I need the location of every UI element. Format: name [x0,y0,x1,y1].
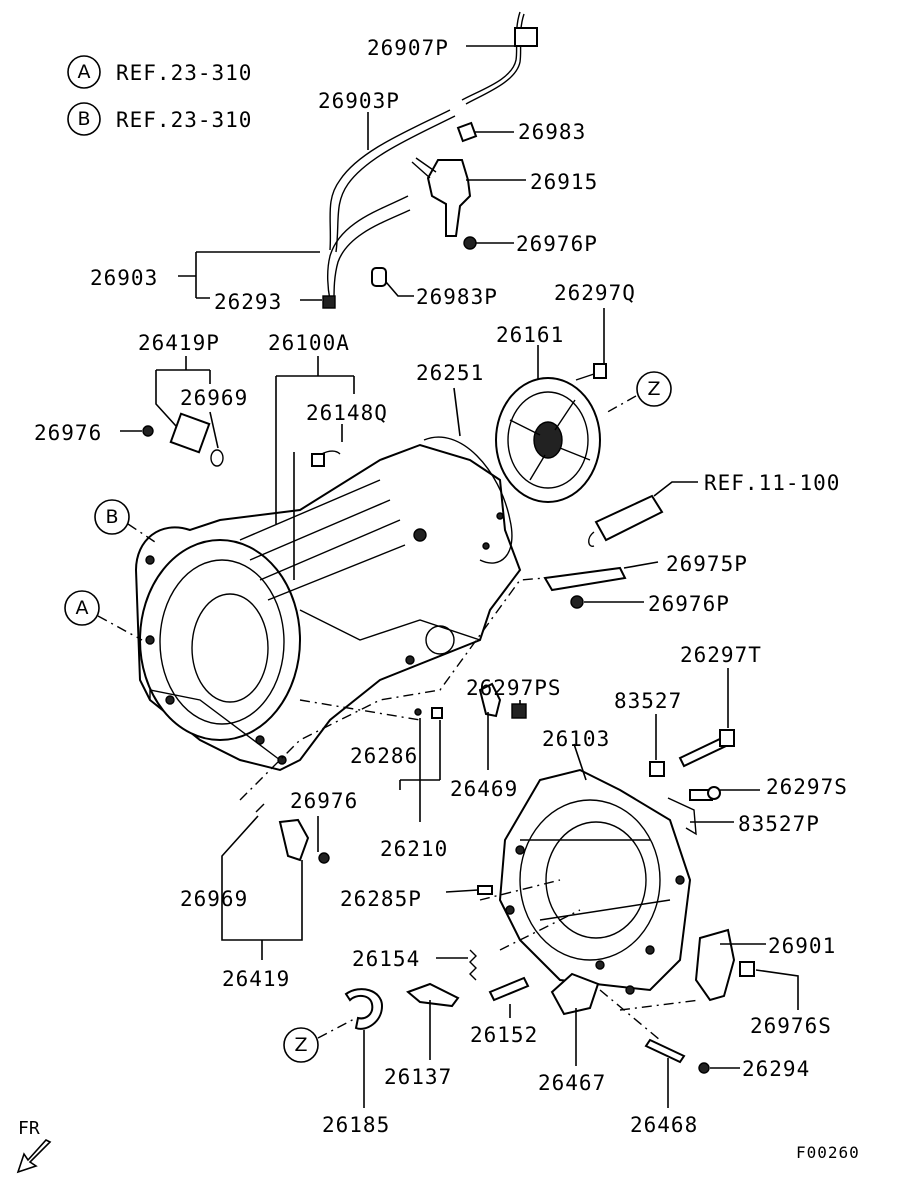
breather-26148Q [311,450,341,467]
label-26983: 26983 [518,120,586,144]
label-26148Q: 26148Q [306,401,388,425]
legend-b: B REF.23-310 [67,102,252,136]
label-26969-low: 26969 [180,887,248,911]
centerlines [239,577,701,1041]
bolt-26976S [739,961,755,977]
label-26137: 26137 [384,1065,452,1089]
dipstick-tube-drawing [322,11,538,309]
plug-26294 [698,1062,710,1074]
label-26468: 26468 [630,1113,698,1137]
spring-26154 [469,949,477,981]
extension-housing-26103 [498,768,692,995]
clip-26983P [371,267,387,287]
label-26907P: 26907P [367,36,449,60]
bolt-26983 [456,121,478,143]
legend-a: A REF.23-310 [67,55,252,89]
speed-sensor-26419P [142,412,224,467]
bolt-26297Q [575,363,607,381]
label-26103: 26103 [542,727,610,751]
guide-26467 [550,972,600,1016]
bracket-26975P [543,566,627,592]
label-26976P-mid: 26976P [648,592,730,616]
legend-b-letter: B [77,108,90,130]
bolt-26297T [678,729,735,768]
label-83527: 83527 [614,689,682,713]
seal-26185 [344,988,384,1030]
small-parts-mid [255,682,527,864]
label-26976S: 26976S [750,1014,832,1038]
label-26286: 26286 [350,744,418,768]
callout-b-case-letter: B [105,506,118,528]
legend-b-ref: REF.23-310 [116,108,252,132]
shaft-26152 [488,976,530,1002]
label-26294: 26294 [742,1057,810,1081]
label-26293: 26293 [214,290,282,314]
label-83527P: 83527P [738,812,820,836]
gasket-26251 [423,436,513,564]
label-26467: 26467 [538,1071,606,1095]
label-26251: 26251 [416,361,484,385]
bracket-26915 [411,157,472,237]
callout-b-case: B [94,499,159,545]
label-26419P: 26419P [138,331,220,355]
legend-a-letter: A [78,61,91,83]
bolt-26976P-mid [570,595,584,609]
torque-converter-tube [588,494,664,547]
label-26297PS: 26297PS [466,676,562,700]
leader-lines [120,45,799,1108]
parking-pawl-26137 [406,982,460,1008]
legend-a-ref: REF.23-310 [116,61,252,85]
label-26903P: 26903P [318,89,400,113]
front-direction-indicator: FR [16,1118,52,1174]
callout-z-top-letter: Z [647,378,660,400]
front-label: FR [18,1118,40,1139]
callout-z-bottom: Z [283,1017,357,1063]
label-26976P-top: 26976P [516,232,598,256]
label-ref-11-100: REF.11-100 [704,471,840,495]
label-26976-low: 26976 [290,789,358,813]
label-26297S: 26297S [766,775,848,799]
label-26469: 26469 [450,777,518,801]
label-26419: 26419 [222,967,290,991]
label-26152: 26152 [470,1023,538,1047]
label-26983P: 26983P [416,285,498,309]
label-26969-top: 26969 [180,386,248,410]
callout-a-case: A [64,590,143,641]
pin-26285P [477,885,493,895]
transmission-case-drawing [134,443,522,772]
label-26154: 26154 [352,947,420,971]
label-26100A: 26100A [268,331,350,355]
part-labels: 26907P 26903P 26983 26915 26976P 26903 2… [34,36,848,1137]
bolt-26976P-top [463,236,477,250]
label-26161: 26161 [496,323,564,347]
pin-83527 [649,761,665,777]
label-26297Q: 26297Q [554,281,636,305]
diagram-code: F00260 [796,1143,860,1162]
label-26297T: 26297T [680,643,762,667]
label-26915: 26915 [530,170,598,194]
oil-pump-26161 [495,377,601,503]
callout-z-top: Z [603,371,672,415]
bolt-26297S [689,786,721,801]
label-26285P: 26285P [340,887,422,911]
label-26901: 26901 [768,934,836,958]
pin-26468 [644,1038,686,1064]
label-26976-top: 26976 [34,421,102,445]
callout-z-bottom-letter: Z [294,1034,307,1056]
label-26903: 26903 [90,266,158,290]
label-26185: 26185 [322,1113,390,1137]
label-26210: 26210 [380,837,448,861]
front-arrow-icon [16,1139,52,1174]
label-26975P: 26975P [666,552,748,576]
callout-a-case-letter: A [76,597,89,619]
bracket-26901 [694,928,736,1002]
